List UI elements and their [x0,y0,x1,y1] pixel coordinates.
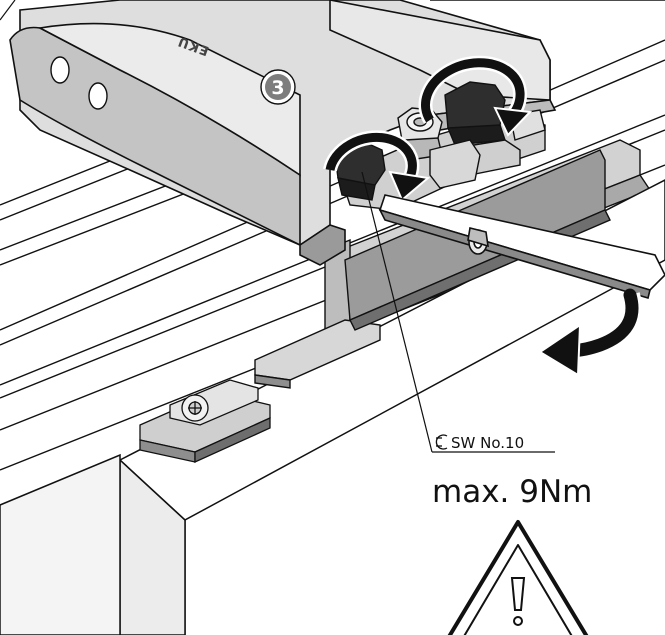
door-panel [0,179,665,635]
tool-size-label: SW No.10 [435,434,524,452]
warning-triangle-icon [447,520,589,635]
wrench-icon [378,194,665,300]
carriage-housing [9,0,557,266]
adjustment-bolts [334,81,546,211]
step-number: 3 [271,77,284,99]
step-badge: 3 [260,69,296,105]
door-clip [139,379,271,464]
open-end-wrench-icon [435,434,448,450]
callout-leader [0,0,555,453]
housing-holes [50,56,108,110]
rotate-clockwise-icon [323,55,533,202]
wrench-size-text: SW No.10 [451,434,524,452]
curved-arrow-left-icon [538,288,642,377]
torque-value: max. 9Nm [432,474,592,510]
